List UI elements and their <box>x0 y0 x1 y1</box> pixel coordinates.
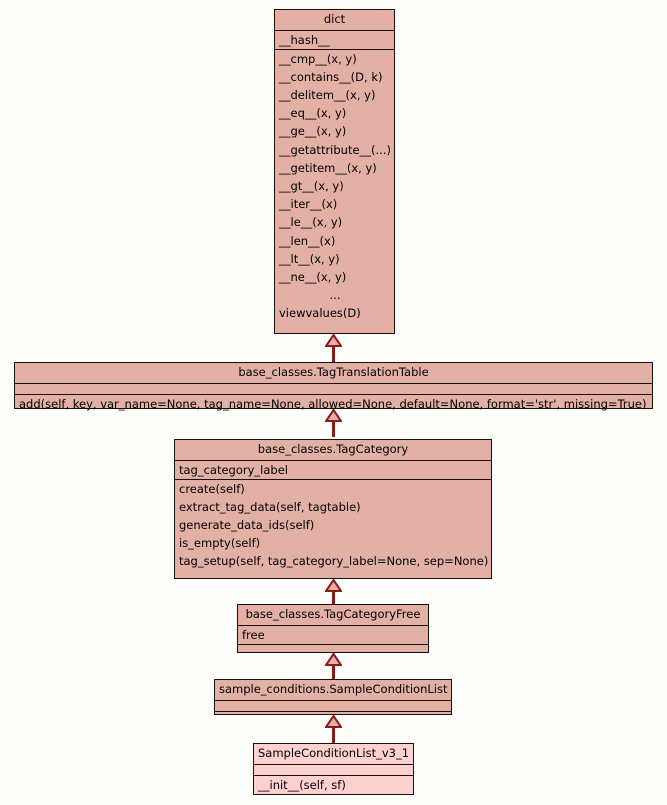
class-name-dict: dict <box>275 10 394 31</box>
class-operations-tagcategory: create(self) extract_tag_data(self, tagt… <box>175 480 491 571</box>
connector-line-sampleconditionlist-tagcategoryfree <box>332 663 335 679</box>
operation-row: __iter__(x) <box>279 197 338 212</box>
operation-row: extract_tag_data(self, tagtable) <box>179 499 361 514</box>
operation-row: __contains__(D, k) <box>279 69 383 84</box>
class-box-sampleconditionlist[interactable]: sample_conditions.SampleConditionList <box>214 679 452 715</box>
operation-row: __len__(x) <box>279 233 336 248</box>
class-attributes-tagcategory: tag_category_label <box>175 461 491 480</box>
connector-line-tagcategoryfree-tagcategory <box>332 589 335 604</box>
attribute-row: free <box>242 627 265 642</box>
class-operations-dict: __cmp__(x, y) __contains__(D, k) __delit… <box>275 50 394 323</box>
operation-row: __ne__(x, y) <box>279 269 347 284</box>
operation-row-ellipsis: ... <box>329 288 341 303</box>
class-attributes-tagcategoryfree: free <box>238 626 428 645</box>
class-name-tagcategory: base_classes.TagCategory <box>175 440 491 461</box>
operation-row: add(self, key, var_name=None, tag_name=N… <box>19 396 647 411</box>
operation-row: __init__(self, sf) <box>258 777 346 792</box>
class-attributes-tagtranslationtable <box>15 384 652 395</box>
class-attributes-dict: __hash__ <box>275 31 394 50</box>
operation-row: viewvalues(D) <box>279 306 361 321</box>
class-name-sampleconditionlist: sample_conditions.SampleConditionList <box>215 680 451 701</box>
class-box-tagtranslationtable[interactable]: base_classes.TagTranslationTable add(sel… <box>14 362 653 410</box>
class-name-tagcategoryfree: base_classes.TagCategoryFree <box>238 605 428 626</box>
class-box-tagcategory[interactable]: base_classes.TagCategory tag_category_la… <box>174 439 492 579</box>
operation-row: tag_setup(self, tag_category_label=None,… <box>179 554 489 569</box>
operation-row: __ge__(x, y) <box>279 124 347 139</box>
class-attributes-sampleconditionlist <box>215 701 451 712</box>
class-attributes-sampleconditionlist-v3-1 <box>254 765 413 776</box>
class-operations-tagtranslationtable: add(self, key, var_name=None, tag_name=N… <box>15 395 652 413</box>
connector-line-sampleconditionlistv31-sampleconditionlist <box>332 725 335 743</box>
class-name-sampleconditionlist-v3-1: SampleConditionList_v3_1 <box>254 744 413 765</box>
operation-row: __cmp__(x, y) <box>279 51 357 66</box>
class-operations-sampleconditionlist-v3-1: __init__(self, sf) <box>254 776 413 794</box>
connector-line-tagtranslationtable-dict <box>332 344 335 362</box>
operation-row: __eq__(x, y) <box>279 106 347 121</box>
operation-row: generate_data_ids(self) <box>179 518 315 533</box>
attribute-row: tag_category_label <box>179 462 288 477</box>
attribute-row: __hash__ <box>279 32 330 47</box>
operation-row: __getitem__(x, y) <box>279 160 377 175</box>
operation-row: __lt__(x, y) <box>279 251 340 266</box>
operation-row: __le__(x, y) <box>279 215 343 230</box>
operation-row: __getattribute__(...) <box>279 142 391 157</box>
operation-row: create(self) <box>179 481 245 496</box>
class-box-tagcategoryfree[interactable]: base_classes.TagCategoryFree free <box>237 604 429 653</box>
operation-row: __delitem__(x, y) <box>279 88 376 103</box>
operation-row: is_empty(self) <box>179 536 261 551</box>
operation-row: __gt__(x, y) <box>279 179 344 193</box>
class-name-tagtranslationtable: base_classes.TagTranslationTable <box>15 363 652 384</box>
class-box-dict[interactable]: dict __hash__ __cmp__(x, y) __contains__… <box>274 9 395 334</box>
class-box-sampleconditionlist-v3-1[interactable]: SampleConditionList_v3_1 __init__(self, … <box>253 743 414 795</box>
connector-line-tagcategory-tagtranslationtable <box>332 419 335 437</box>
